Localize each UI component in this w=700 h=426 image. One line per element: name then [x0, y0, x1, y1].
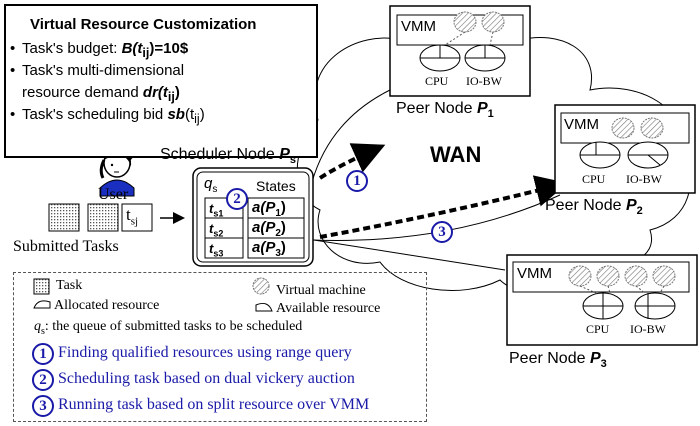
wan-label: WAN: [430, 142, 482, 167]
sched-task-2: ts2: [209, 221, 224, 239]
bullet-bid: • Task's scheduling bid sb(tij): [10, 106, 205, 126]
peer2-io: IO-BW: [626, 172, 662, 186]
submitted-tasks-label: Submitted Tasks: [13, 238, 119, 255]
legend-task-icon: [33, 278, 50, 295]
legend-available-icon: [255, 303, 273, 312]
sched-state-1: a(P1): [252, 199, 286, 219]
sched-state-3: a(P3): [252, 239, 286, 259]
scheduler-box-inner: [196, 171, 310, 263]
bullet-demand: • Task's multi-dimensional: [10, 62, 185, 79]
legend-box: Task Allocated resource Virtual machine …: [13, 272, 427, 422]
legend-step-2-icon: 2: [32, 369, 54, 391]
dashed-arrow-3: [319, 175, 568, 239]
peer2-vmm: VMM: [564, 116, 599, 133]
link-peer1: [311, 89, 391, 183]
peer1-vmm: VMM: [401, 18, 436, 35]
states-label: States: [256, 178, 296, 194]
peer-node-3-graphic: [506, 254, 698, 346]
bullet-demand-line2: resource demand dr(tij): [22, 84, 180, 104]
customization-callout: Virtual Resource Customization • Task's …: [4, 4, 318, 158]
task-label: tsj: [126, 205, 139, 228]
step-marker-1: 1: [346, 170, 368, 192]
customization-title: Virtual Resource Customization: [30, 16, 257, 33]
peer3-io: IO-BW: [630, 322, 666, 336]
peer3-cpu: CPU: [586, 322, 610, 336]
legend-allocated-text: Allocated resource: [54, 298, 160, 313]
legend-step-2-text: Scheduling task based on dual vickery au…: [58, 370, 355, 387]
legend-step-3-icon: 3: [32, 395, 54, 417]
link-peer3: [313, 239, 506, 271]
legend-vm-text: Virtual machine: [276, 283, 366, 298]
legend-queue: qs: the queue of submitted tasks to be s…: [34, 319, 303, 337]
step-marker-2: 2: [226, 188, 248, 210]
sched-state-2: a(P2): [252, 219, 286, 239]
peer2-cpu: CPU: [582, 172, 606, 186]
legend-available-text: Available resource: [276, 301, 381, 316]
legend-step-1-text: Finding qualified resources using range …: [58, 344, 352, 361]
task-square-1: [48, 203, 80, 232]
dashed-arrow-1: [318, 143, 386, 180]
peer3-label: Peer Node P3: [509, 350, 607, 371]
sched-task-3: ts3: [209, 241, 224, 259]
peer2-label: Peer Node P2: [545, 197, 643, 218]
peer1-label: Peer Node P1: [396, 100, 494, 121]
peer-node-1-graphic: [389, 5, 531, 97]
queue-label: qs: [204, 175, 218, 195]
user-label: User: [98, 186, 129, 203]
legend-vm-icon: [252, 277, 270, 295]
bullet-budget: • Task's budget: B(tij)=10$: [10, 40, 189, 60]
peer3-vmm: VMM: [517, 265, 552, 282]
task-square-3: [121, 203, 153, 232]
peer1-io: IO-BW: [466, 74, 502, 88]
legend-step-1-icon: 1: [32, 343, 54, 365]
peer-node-2-graphic: [554, 104, 696, 194]
legend-allocated-icon: [33, 300, 51, 309]
step-marker-3: 3: [431, 221, 453, 243]
legend-task-text: Task: [56, 278, 83, 293]
scheduler-title: Scheduler Node Ps: [160, 146, 296, 167]
sched-task-1: ts1: [209, 201, 224, 219]
peer1-cpu: CPU: [425, 74, 449, 88]
task-square-2: [87, 203, 119, 232]
legend-step-3-text: Running task based on split resource ove…: [58, 396, 370, 413]
